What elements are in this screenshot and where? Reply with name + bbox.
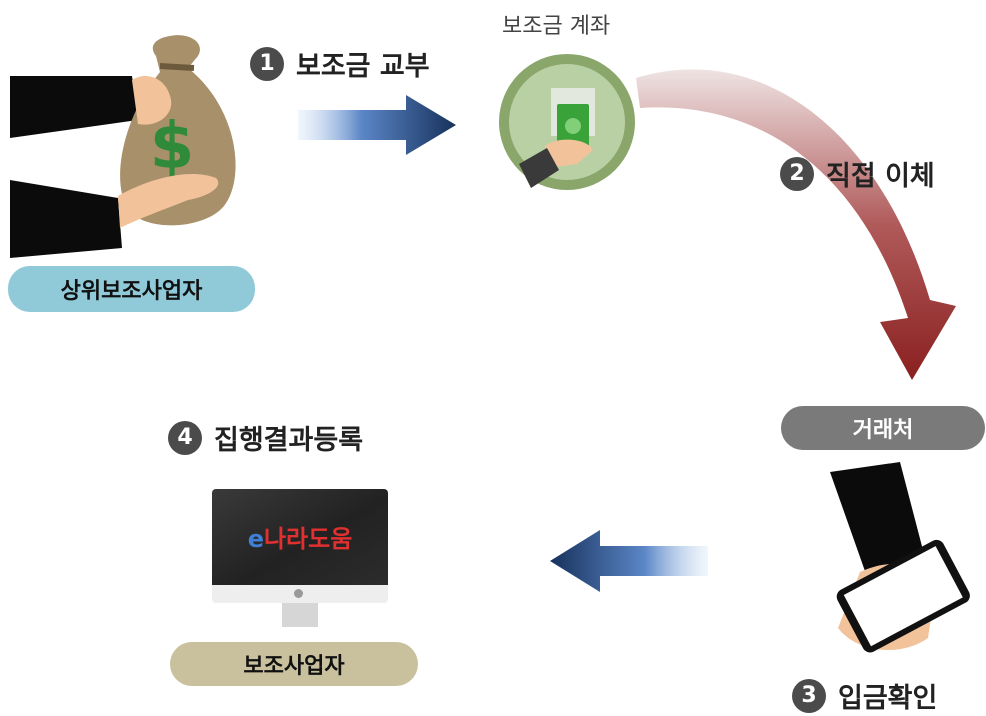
step-label: 직접 이체 [826,161,935,192]
top-provider-badge: 상위보조사업자 [8,266,255,312]
step-4-register-results: 4 집행결과등록 [168,418,363,457]
step-number-badge: 3 [792,678,826,713]
phone-hand-illustration [820,462,986,684]
cash-payment-icon [499,54,635,190]
smartphone-icon [830,462,970,653]
vendor-badge: 거래처 [781,406,985,450]
monitor-stand [282,603,318,627]
step-1-subsidy-grant: 1 보조금 교부 [250,44,430,83]
curved-transfer-arrow [636,69,956,381]
subsidy-account-illustration [497,52,637,192]
left-arrow-icon [550,530,708,592]
brand-logo-text: 나라도움 [263,525,353,553]
brand-logo: e나라도움 [212,519,388,554]
brand-logo-e: e [247,525,264,553]
step-number-badge: 4 [168,420,202,455]
step-number-badge: 1 [250,46,284,81]
right-arrow-icon [298,95,456,155]
monitor-illustration: e나라도움 [212,489,388,629]
power-button-icon [294,589,303,598]
svg-text:$: $ [150,110,195,184]
step-2-direct-transfer: 2 직접 이체 [780,154,935,193]
step-label: 입금확인 [838,683,938,714]
money-bag-hands-illustration: $ [10,28,250,258]
step-3-deposit-confirm: 3 입금확인 [792,676,937,715]
step-number-badge: 2 [780,156,814,191]
subsidy-account-label: 보조금 계좌 [502,14,611,39]
money-bag-icon: $ [10,35,236,258]
recipient-badge: 보조사업자 [170,642,418,686]
monitor-screen [212,489,388,585]
step-label: 보조금 교부 [296,51,430,82]
step-label: 집행결과등록 [214,425,364,456]
